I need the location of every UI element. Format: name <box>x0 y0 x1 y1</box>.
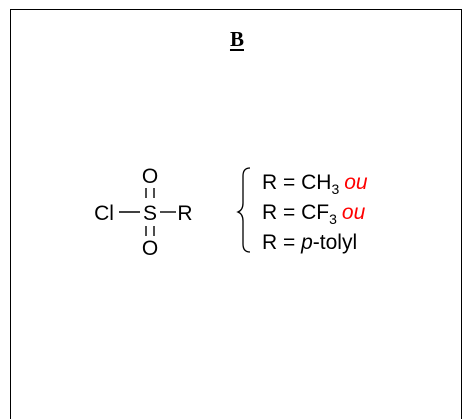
atom-o-bottom: O <box>142 237 158 260</box>
atom-r: R <box>177 202 192 225</box>
substituent-line-3: R = p-tolyl <box>262 231 357 254</box>
atom-o-top: O <box>142 165 158 188</box>
panel-label: B <box>229 27 244 51</box>
atom-s: S <box>143 202 157 225</box>
panel-frame <box>10 9 462 419</box>
atom-cl: Cl <box>94 202 114 225</box>
curly-brace <box>236 167 251 253</box>
